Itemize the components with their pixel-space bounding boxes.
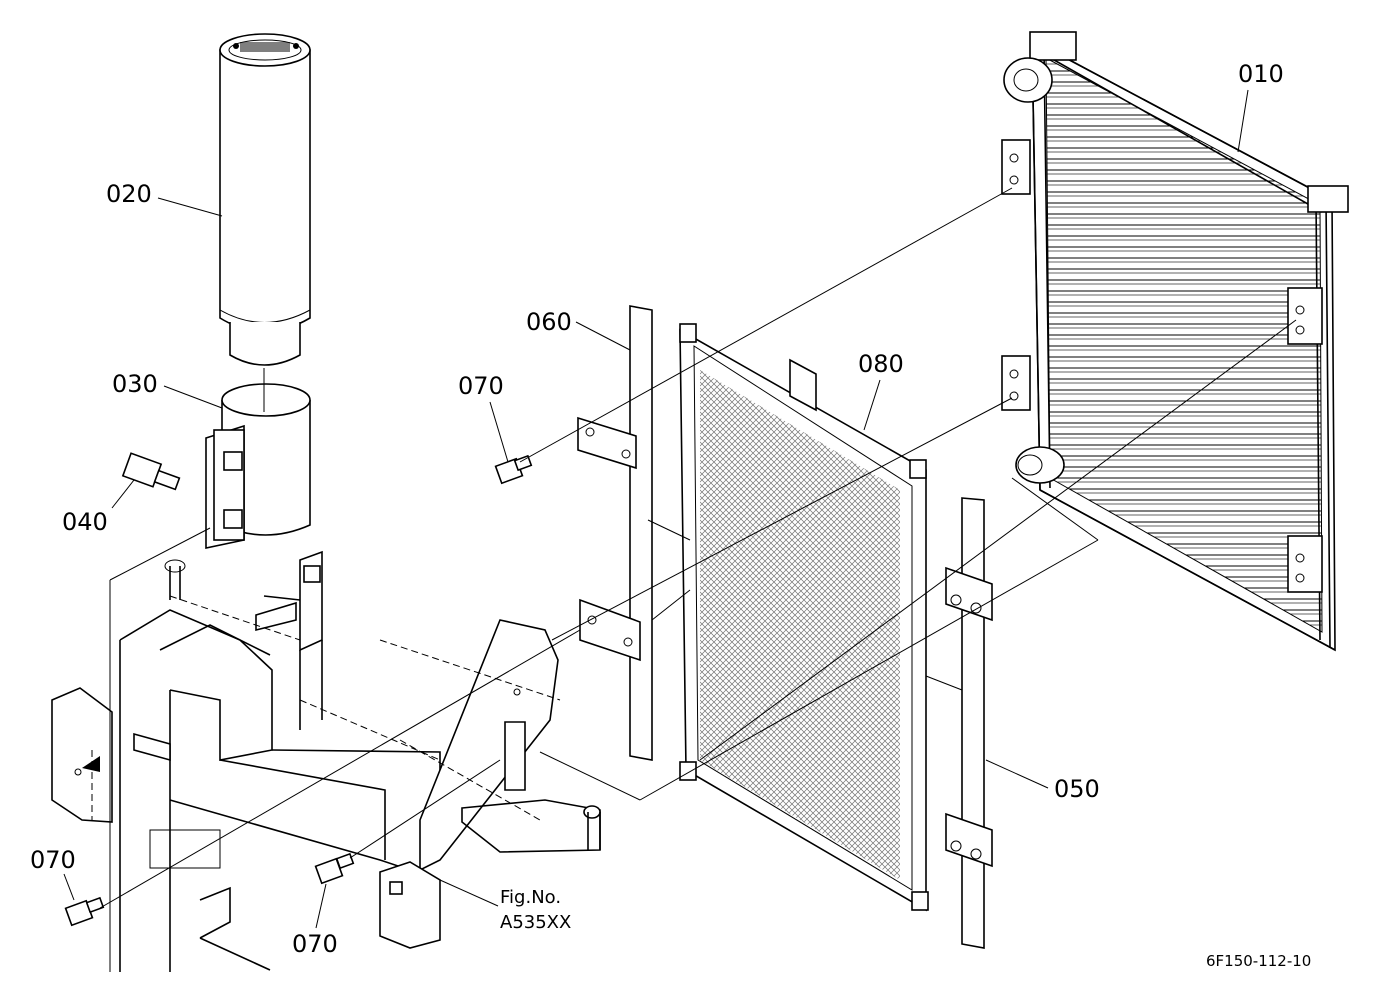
condenser-part <box>1001 31 1349 652</box>
figure-number-value: A535XX <box>500 912 571 933</box>
bolt-070-left-part <box>64 896 105 927</box>
label-070-upper: 070 <box>458 372 504 400</box>
drawing-code: 6F150-112-10 <box>1206 952 1311 970</box>
side-bracket-050-part <box>945 497 993 949</box>
label-080: 080 <box>858 350 904 378</box>
assembly-lines <box>91 187 1297 972</box>
label-010: 010 <box>1238 60 1284 88</box>
label-050: 050 <box>1054 775 1100 803</box>
mounting-frame-part <box>51 550 601 972</box>
bolt-070-upper-part <box>494 454 533 485</box>
label-020: 020 <box>106 180 152 208</box>
side-bracket-060-part <box>577 305 653 761</box>
label-060: 060 <box>526 308 572 336</box>
label-040: 040 <box>62 508 108 536</box>
figure-number-title: Fig.No. <box>500 887 561 908</box>
leader-lines <box>63 89 1249 929</box>
receiver-drier-part <box>219 33 311 366</box>
mesh-screen-part <box>679 323 929 912</box>
bolt-070-center-part <box>314 852 355 885</box>
clamp-bracket-part <box>205 368 311 549</box>
label-030: 030 <box>112 370 158 398</box>
bolt-040-part <box>121 452 181 491</box>
label-070-left: 070 <box>30 846 76 874</box>
label-070-center: 070 <box>292 930 338 958</box>
